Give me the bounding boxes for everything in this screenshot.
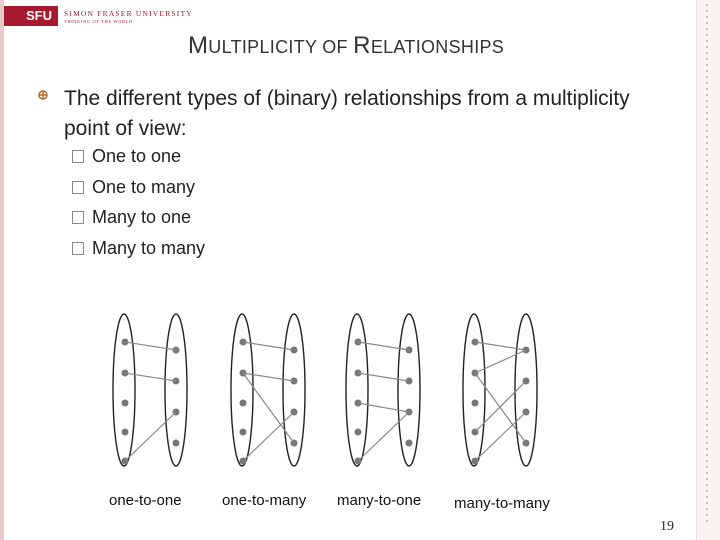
relationship-line bbox=[242, 372, 295, 382]
sfu-logo: SFU SIMON FRASER UNIVERSITY THINKING OF … bbox=[4, 6, 193, 26]
logo-tagline: THINKING OF THE WORLD bbox=[64, 18, 133, 24]
relationship-line bbox=[474, 380, 527, 433]
relationship-line bbox=[474, 349, 527, 374]
slide-title: MULTIPLICITY OF RELATIONSHIPS bbox=[188, 32, 505, 59]
caption-one-to-one: one-to-one bbox=[109, 492, 182, 509]
sub-item-one-to-one: One to one bbox=[72, 146, 181, 167]
checkbox-bullet-icon bbox=[72, 211, 84, 224]
sub-item-many-to-many: Many to many bbox=[72, 238, 205, 259]
relationship-line bbox=[124, 341, 177, 351]
relationship-line bbox=[124, 372, 177, 382]
relationship-line bbox=[124, 411, 177, 462]
caption-many-to-many: many-to-many bbox=[454, 495, 550, 512]
relationship-line bbox=[474, 372, 527, 444]
sub-item-one-to-many: One to many bbox=[72, 177, 195, 198]
caption-one-to-many: one-to-many bbox=[222, 492, 307, 509]
entity-set-left bbox=[345, 313, 369, 467]
entity-set-right bbox=[397, 313, 421, 467]
entity-set-left bbox=[112, 313, 136, 467]
entity-set-right bbox=[282, 313, 306, 467]
entity-set-left bbox=[462, 313, 486, 467]
entity-set-left bbox=[230, 313, 254, 467]
caption-many-to-one: many-to-one bbox=[337, 492, 422, 509]
diagram-many-to-one bbox=[345, 313, 421, 467]
logo-name: SIMON FRASER UNIVERSITY bbox=[64, 8, 193, 18]
page-number: 19 bbox=[660, 519, 674, 534]
diagram-one-to-one bbox=[112, 313, 188, 467]
crossed-circle-bullet-icon bbox=[38, 90, 48, 103]
diagram-many-to-many bbox=[462, 313, 538, 467]
relationship-line bbox=[357, 341, 410, 351]
entity-set-right bbox=[514, 313, 538, 467]
checkbox-bullet-icon bbox=[72, 242, 84, 255]
relationship-line bbox=[474, 411, 527, 462]
relationship-line bbox=[357, 411, 410, 462]
relationship-line bbox=[357, 402, 410, 413]
checkbox-bullet-icon bbox=[72, 181, 84, 194]
left-decor-bar bbox=[0, 0, 4, 540]
decor-dot-pattern bbox=[704, 2, 710, 522]
relationship-line bbox=[357, 372, 410, 382]
relationship-line bbox=[242, 341, 295, 351]
relationship-line bbox=[242, 372, 295, 444]
main-bullet-text: The different types of (binary) relation… bbox=[64, 87, 630, 140]
diagram-one-to-many bbox=[230, 313, 306, 467]
logo-mark: SFU bbox=[4, 6, 58, 26]
entity-set-right bbox=[164, 313, 188, 467]
sub-item-many-to-one: Many to one bbox=[72, 207, 191, 228]
relationship-line bbox=[242, 411, 295, 462]
relationship-line bbox=[474, 341, 527, 351]
checkbox-bullet-icon bbox=[72, 150, 84, 163]
